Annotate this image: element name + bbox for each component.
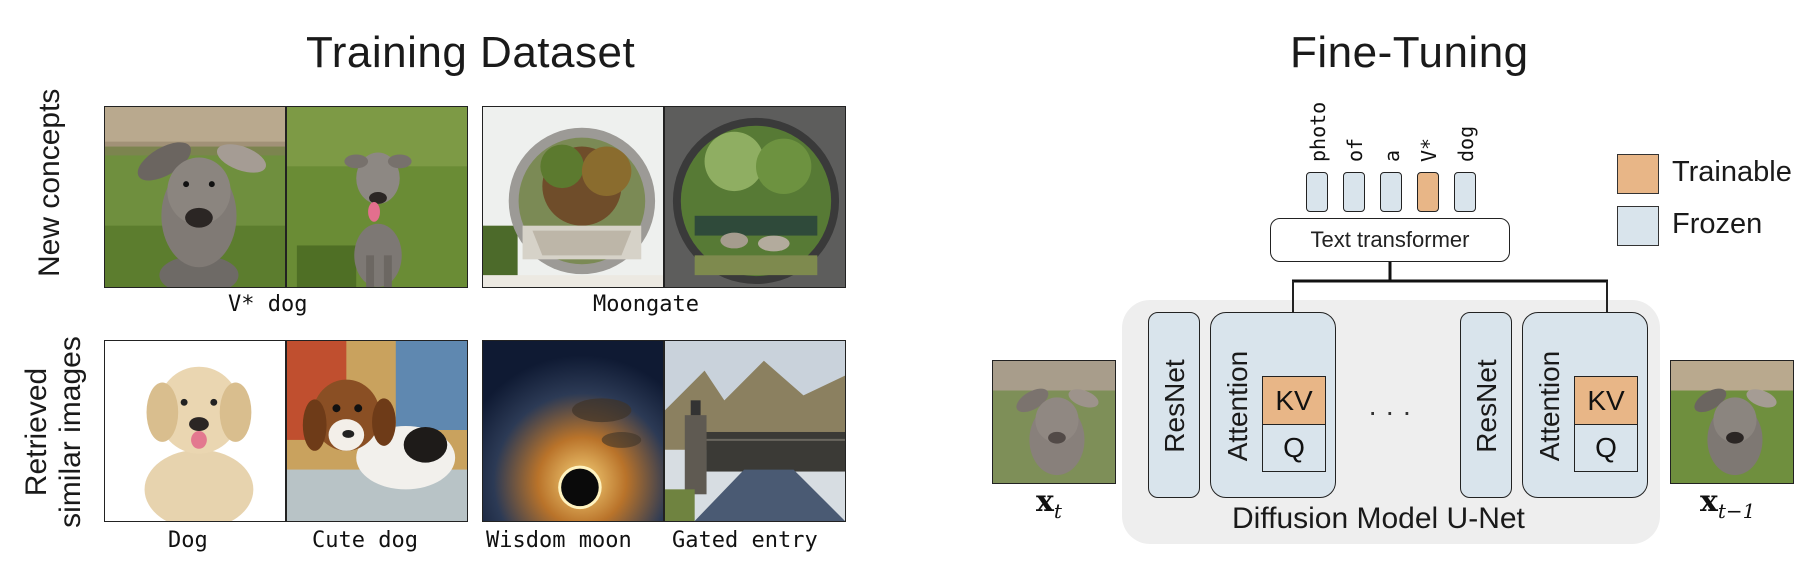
caption-wisdom-moon: Wisdom moon — [486, 528, 632, 553]
ellipsis: · · · — [1368, 396, 1412, 427]
x-t-minus-1-symbol: x — [1700, 484, 1718, 519]
photo-gated-entry — [664, 340, 846, 522]
resnet-label-1: ResNet — [1159, 359, 1190, 453]
caption-moongate: Moongate — [593, 292, 699, 317]
x-t-label: xt — [1036, 484, 1062, 523]
caption-dog: Dog — [168, 528, 208, 553]
training-dataset-title: Training Dataset — [306, 28, 636, 77]
kv-label-2: KV — [1587, 385, 1625, 416]
token-box-a — [1380, 172, 1402, 212]
photo-dog — [104, 340, 286, 522]
photo-moongate-2 — [664, 106, 846, 288]
text-transformer-box: Text transformer — [1270, 218, 1510, 262]
unet-label: Diffusion Model U-Net — [1232, 502, 1525, 535]
legend-trainable-swatch — [1617, 154, 1659, 194]
x-t-subscript: t — [1053, 499, 1062, 523]
photo-x-t-minus-1 — [1670, 360, 1794, 484]
token-box-dog — [1454, 172, 1476, 212]
attention-label-1: Attention — [1222, 350, 1253, 462]
photo-x-t — [992, 360, 1116, 484]
attention-label-2: Attention — [1534, 350, 1565, 462]
photo-wisdom-moon — [482, 340, 664, 522]
caption-v-dog: V* dog — [228, 292, 308, 317]
token-box-v-star — [1417, 172, 1439, 212]
q-label-1: Q — [1283, 432, 1305, 463]
resnet-block-1 — [1148, 312, 1200, 498]
photo-v-dog-1 — [104, 106, 286, 288]
x-t-symbol: x — [1036, 484, 1054, 519]
q-label-2: Q — [1595, 432, 1617, 463]
x-t-minus-1-subscript: t−1 — [1717, 499, 1756, 523]
legend-frozen-swatch — [1617, 206, 1659, 246]
legend-trainable-label: Trainable — [1672, 156, 1792, 188]
caption-cute-dog: Cute dog — [312, 528, 418, 553]
text-transformer-label: Text transformer — [1310, 227, 1470, 252]
photo-cute-dog — [286, 340, 468, 522]
photo-moongate-1 — [482, 106, 664, 288]
resnet-label-2: ResNet — [1471, 359, 1502, 453]
x-t-minus-1-label: xt−1 — [1700, 484, 1755, 523]
photo-v-dog-2 — [286, 106, 468, 288]
q-box-2: Q — [1574, 424, 1638, 472]
fine-tuning-title: Fine-Tuning — [1290, 28, 1529, 77]
resnet-block-2 — [1460, 312, 1512, 498]
kv-box-1: KV — [1262, 376, 1326, 426]
kv-label-1: KV — [1275, 385, 1313, 416]
legend-frozen-label: Frozen — [1672, 208, 1763, 240]
token-box-photo — [1306, 172, 1328, 212]
q-box-1: Q — [1262, 424, 1326, 472]
caption-gated-entry: Gated entry — [672, 528, 818, 553]
kv-box-2: KV — [1574, 376, 1638, 426]
token-box-of — [1343, 172, 1365, 212]
